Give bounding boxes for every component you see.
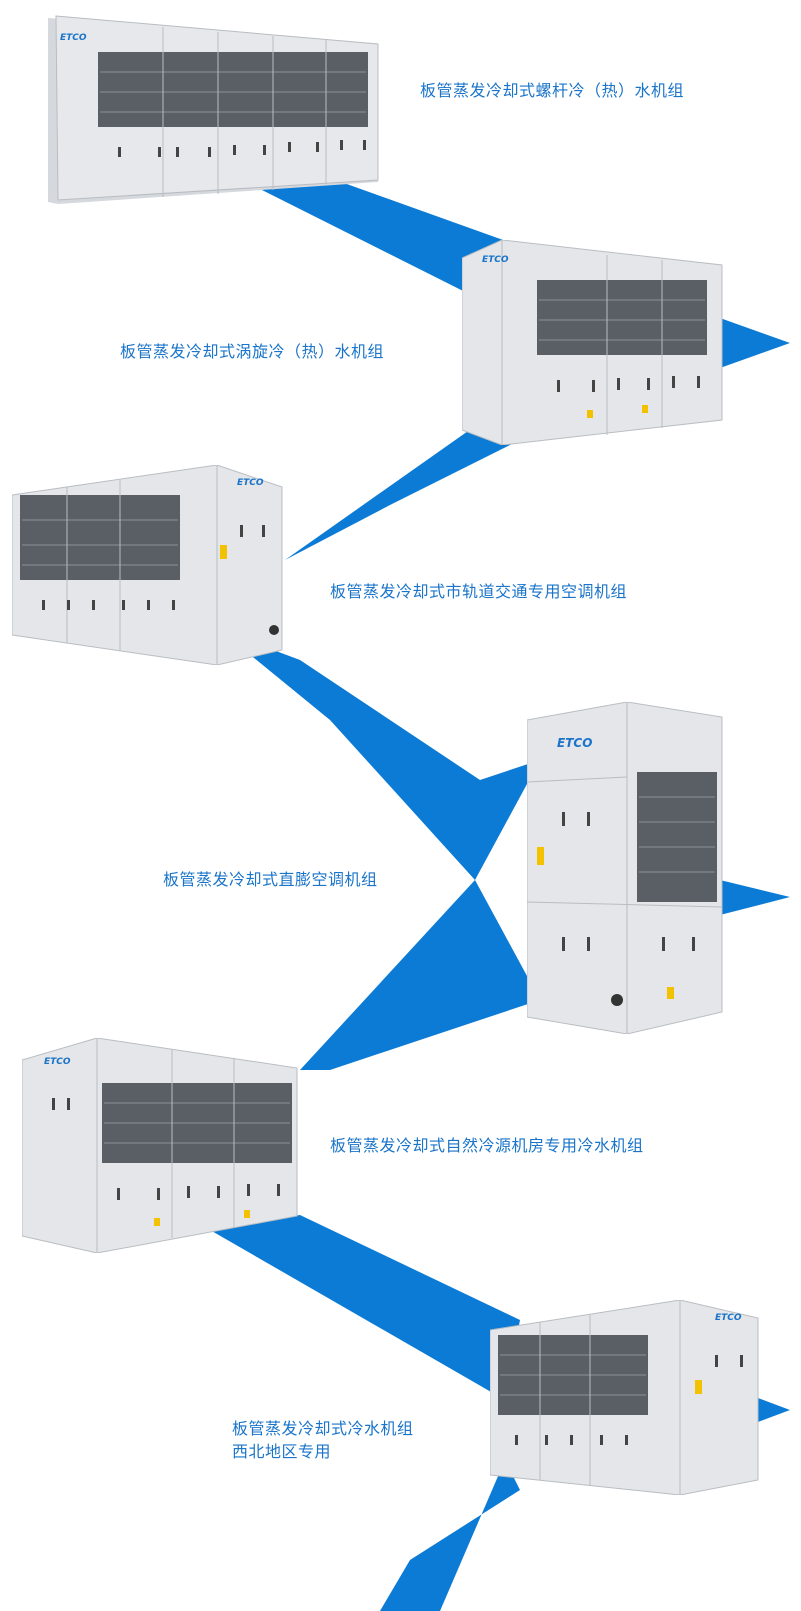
etco-logo: ETCO [715,1313,742,1323]
product-label-1: 板管蒸发冷却式螺杆冷（热）水机组 [420,81,685,100]
etco-logo: ETCO [44,1057,71,1067]
unit-northwest-chiller-image: ETCO [490,1300,762,1495]
product-label-5: 板管蒸发冷却式自然冷源机房专用冷水机组 [330,1136,644,1155]
unit-direct-expansion-ac-image: ETCO [527,702,725,1034]
product-label-6-line2: 西北地区专用 [232,1442,332,1461]
product-label-6-line1: 板管蒸发冷却式冷水机组 [232,1419,414,1438]
etco-logo: ETCO [557,736,592,750]
product-label-2: 板管蒸发冷却式涡旋冷（热）水机组 [120,342,385,361]
etco-logo: ETCO [482,255,509,265]
unit-natural-cooling-chiller-image: ETCO [22,1038,300,1253]
unit-screw-chiller-image: ETCO [48,12,383,204]
etco-logo: ETCO [60,33,87,43]
product-label-3: 板管蒸发冷却式市轨道交通专用空调机组 [330,582,628,601]
etco-logo: ETCO [237,478,264,488]
unit-scroll-chiller-image: ETCO [462,240,724,445]
unit-rail-transit-ac-image: ETCO [12,465,284,665]
product-label-4: 板管蒸发冷却式直膨空调机组 [163,870,378,889]
